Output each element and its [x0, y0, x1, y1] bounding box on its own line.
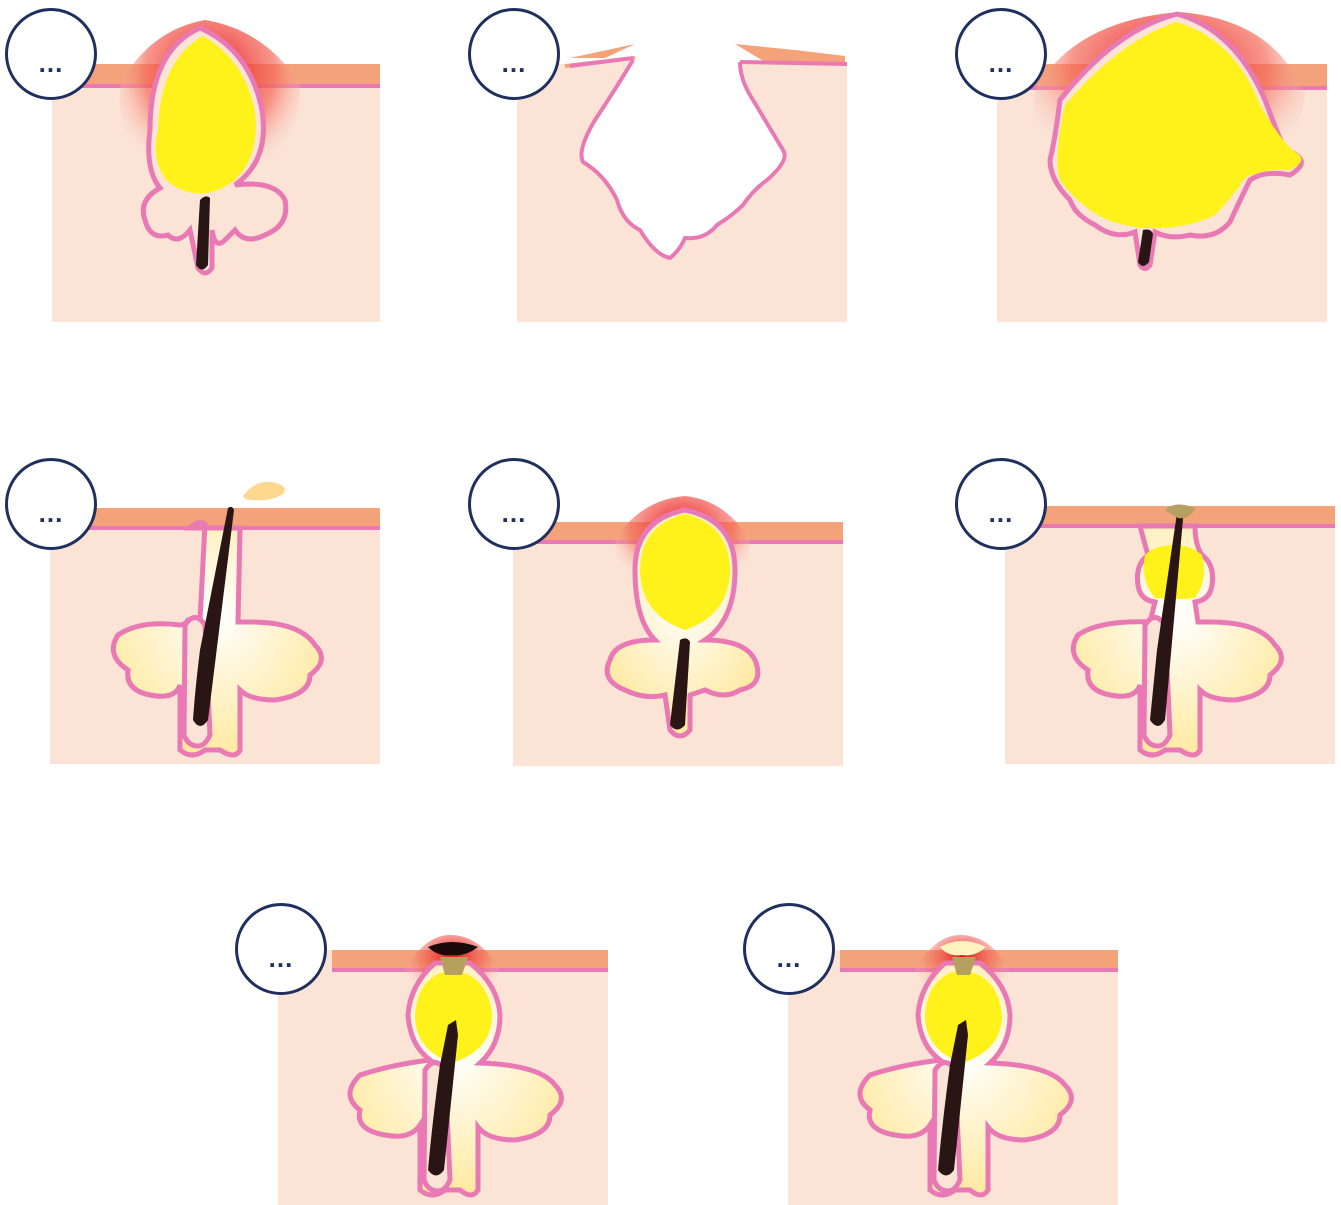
badge-label: ...: [39, 48, 64, 79]
stage-badge: ...: [468, 458, 560, 550]
panel-4: ...: [0, 450, 390, 770]
panel-5: ...: [465, 450, 855, 770]
stage-badge: ...: [235, 903, 327, 995]
badge-label: ...: [39, 498, 64, 529]
panel-8: ...: [740, 895, 1130, 1205]
badge-label: ...: [989, 48, 1014, 79]
panel-1: ...: [0, 0, 390, 330]
stage-badge: ...: [743, 903, 835, 995]
stage-badge: ...: [955, 458, 1047, 550]
badge-label: ...: [502, 48, 527, 79]
badge-label: ...: [502, 498, 527, 529]
stage-badge: ...: [955, 8, 1047, 100]
badge-label: ...: [269, 943, 294, 974]
panel-7: ...: [230, 895, 620, 1205]
badge-label: ...: [777, 943, 802, 974]
stage-badge: ...: [5, 8, 97, 100]
panel-3: ...: [945, 0, 1340, 330]
stage-badge: ...: [468, 8, 560, 100]
stage-badge: ...: [5, 458, 97, 550]
badge-label: ...: [989, 498, 1014, 529]
panel-6: ...: [950, 450, 1340, 770]
panel-2: ...: [465, 0, 855, 330]
